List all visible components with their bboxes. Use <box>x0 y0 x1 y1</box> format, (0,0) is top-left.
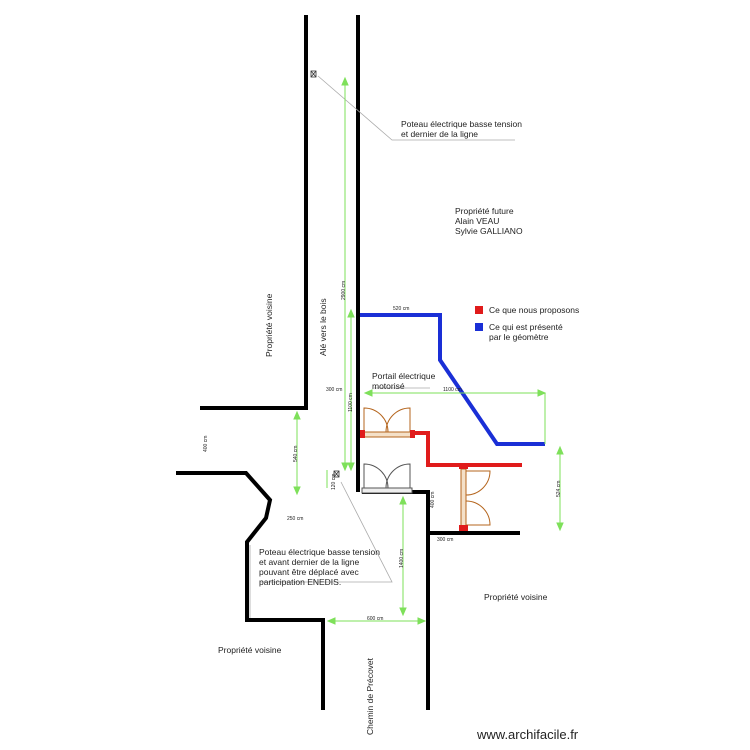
legend-geometre-swatch <box>475 323 483 331</box>
dim-400: 400 cm <box>203 435 209 452</box>
label-propriete-voisine-right: Propriété voisine <box>484 592 548 602</box>
dimension-lines <box>293 76 564 625</box>
label-portail-line2: motorisé <box>372 381 405 391</box>
label-propriete-voisine-left: Propriété voisine <box>264 293 274 357</box>
label-portail: Portail électrique motorisé <box>372 371 435 391</box>
proposed-line <box>412 431 522 467</box>
gate-lower <box>361 463 413 494</box>
dim-600: 600 cm <box>367 616 384 622</box>
gate-upper <box>361 407 413 438</box>
dim-250: 250 cm <box>287 516 304 522</box>
pole-icon-top <box>310 70 317 78</box>
dim-1400: 1400 cm <box>399 548 405 568</box>
label-poteau-bottom: Poteau électrique basse tension et avant… <box>259 547 380 587</box>
legend-proposed: Ce que nous proposons <box>475 305 579 315</box>
dim-400-b: 400 cm <box>430 491 436 508</box>
label-poteau-bottom-line1: Poteau électrique basse tension <box>259 547 380 557</box>
legend-proposed-swatch <box>475 306 483 314</box>
label-propriete-future-line3: Sylvie GALLIANO <box>455 226 523 236</box>
dim-1100-h: 1100 cm <box>443 387 462 393</box>
dim-120: 120 cm <box>331 473 337 490</box>
geometre-line <box>360 313 545 446</box>
label-propriete-voisine-bottom: Propriété voisine <box>218 645 282 655</box>
label-poteau-bottom-line4: participation ENEDIS. <box>259 577 342 587</box>
label-poteau-top: Poteau électrique basse tension et derni… <box>401 119 522 139</box>
dim-524: 524 cm <box>556 480 562 497</box>
dim-540: 540 cm <box>293 445 299 462</box>
legend-geometre-line1: Ce qui est présenté <box>489 322 563 332</box>
wall-left-lower <box>176 471 325 710</box>
dim-520: 520 cm <box>393 306 410 312</box>
gate-post-upper-right <box>410 430 415 438</box>
label-propriete-future-line1: Propriété future <box>455 206 514 216</box>
gate-post-right-bottom <box>459 525 468 531</box>
gate-post-upper-left <box>360 430 365 438</box>
label-propriete-future-line2: Alain VEAU <box>455 216 500 226</box>
pole-icon-bottom <box>333 470 340 478</box>
dim-300-a: 300 cm <box>326 387 343 393</box>
dim-2900: 2900 cm <box>341 280 347 300</box>
dim-300-b: 300 cm <box>437 537 454 543</box>
wall-left-upper <box>200 15 308 410</box>
watermark: www.archifacile.fr <box>477 727 579 742</box>
label-portail-line1: Portail électrique <box>372 371 436 381</box>
dim-1100-v: 1100 cm <box>348 393 354 412</box>
leader-lines <box>260 75 515 583</box>
label-propriete-future: Propriété future Alain VEAU Sylvie GALLI… <box>455 206 523 236</box>
gate-right <box>460 468 491 528</box>
legend-geometre: Ce qui est présenté par le géomètre <box>475 322 563 342</box>
label-poteau-bottom-line3: pouvant être déplacé avec <box>259 567 359 577</box>
legend-geometre-line2: par le géomètre <box>489 332 549 342</box>
legend-proposed-label: Ce que nous proposons <box>489 305 580 315</box>
gate-post-right-top <box>459 463 468 469</box>
label-poteau-top-line1: Poteau électrique basse tension <box>401 119 522 129</box>
label-poteau-bottom-line2: et avant dernier de la ligne <box>259 557 360 567</box>
label-poteau-top-line2: et dernier de la ligne <box>401 129 479 139</box>
legend-geometre-label: Ce qui est présenté par le géomètre <box>489 322 563 342</box>
label-alle-bois: Alé vers le bois <box>318 298 328 356</box>
label-chemin: Chemin de Précovet <box>365 657 375 735</box>
